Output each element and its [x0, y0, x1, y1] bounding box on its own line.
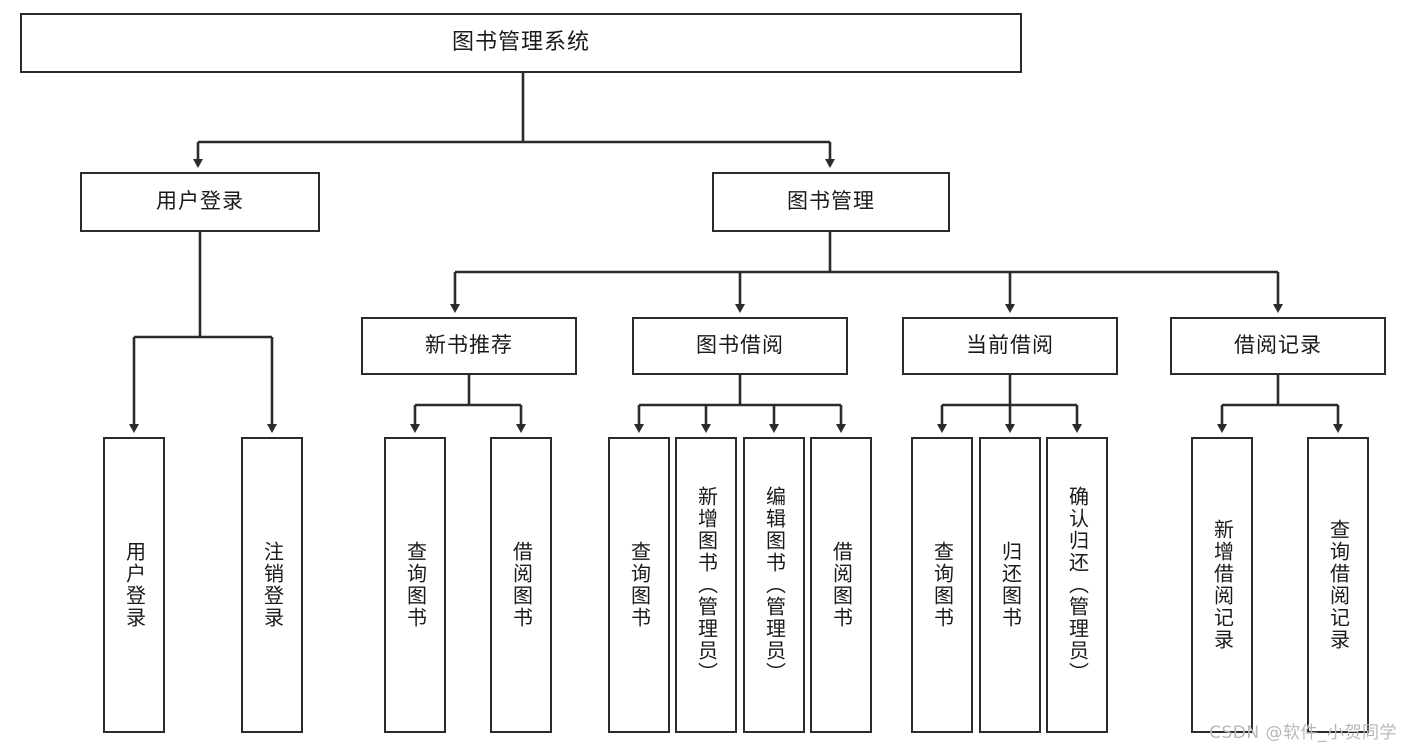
node-book-management[interactable]: 图书管理: [712, 172, 950, 232]
node-book-borrow[interactable]: 图书借阅: [632, 317, 848, 375]
leaf-label: 确认归还（管理员）: [1065, 486, 1090, 684]
leaf-record-add-borrow-record[interactable]: 新增借阅记录: [1191, 437, 1253, 733]
leaf-label: 查询图书: [627, 541, 652, 629]
leaf-label: 用户登录: [122, 541, 147, 629]
leaf-label: 查询借阅记录: [1326, 519, 1351, 651]
leaf-label: 查询图书: [403, 541, 428, 629]
leaf-record-query-borrow-record[interactable]: 查询借阅记录: [1307, 437, 1369, 733]
leaf-label: 新增图书（管理员）: [694, 486, 719, 684]
leaf-label: 归还图书: [998, 541, 1023, 629]
leaf-label: 新增借阅记录: [1210, 519, 1235, 651]
csdn-watermark: CSDN @软件_小贺同学: [1209, 723, 1397, 743]
leaf-current-confirm-return-admin[interactable]: 确认归还（管理员）: [1046, 437, 1108, 733]
leaf-user-login-logout[interactable]: 注销登录: [241, 437, 303, 733]
node-current-borrow[interactable]: 当前借阅: [902, 317, 1118, 375]
leaf-current-return-book[interactable]: 归还图书: [979, 437, 1041, 733]
leaf-borrow-add-book-admin[interactable]: 新增图书（管理员）: [675, 437, 737, 733]
leaf-borrow-query-book[interactable]: 查询图书: [608, 437, 670, 733]
leaf-label: 编辑图书（管理员）: [762, 486, 787, 684]
leaf-current-query-book[interactable]: 查询图书: [911, 437, 973, 733]
leaf-borrow-edit-book-admin[interactable]: 编辑图书（管理员）: [743, 437, 805, 733]
node-root-book-management-system[interactable]: 图书管理系统: [20, 13, 1022, 73]
leaf-recommend-query-book[interactable]: 查询图书: [384, 437, 446, 733]
leaf-recommend-borrow-book[interactable]: 借阅图书: [490, 437, 552, 733]
leaf-label: 借阅图书: [829, 541, 854, 629]
node-new-book-recommend[interactable]: 新书推荐: [361, 317, 577, 375]
leaf-label: 借阅图书: [509, 541, 534, 629]
node-borrow-record[interactable]: 借阅记录: [1170, 317, 1386, 375]
node-user-login[interactable]: 用户登录: [80, 172, 320, 232]
leaf-label: 查询图书: [930, 541, 955, 629]
leaf-borrow-borrow-book[interactable]: 借阅图书: [810, 437, 872, 733]
leaf-label: 注销登录: [260, 541, 285, 629]
leaf-user-login-login[interactable]: 用户登录: [103, 437, 165, 733]
